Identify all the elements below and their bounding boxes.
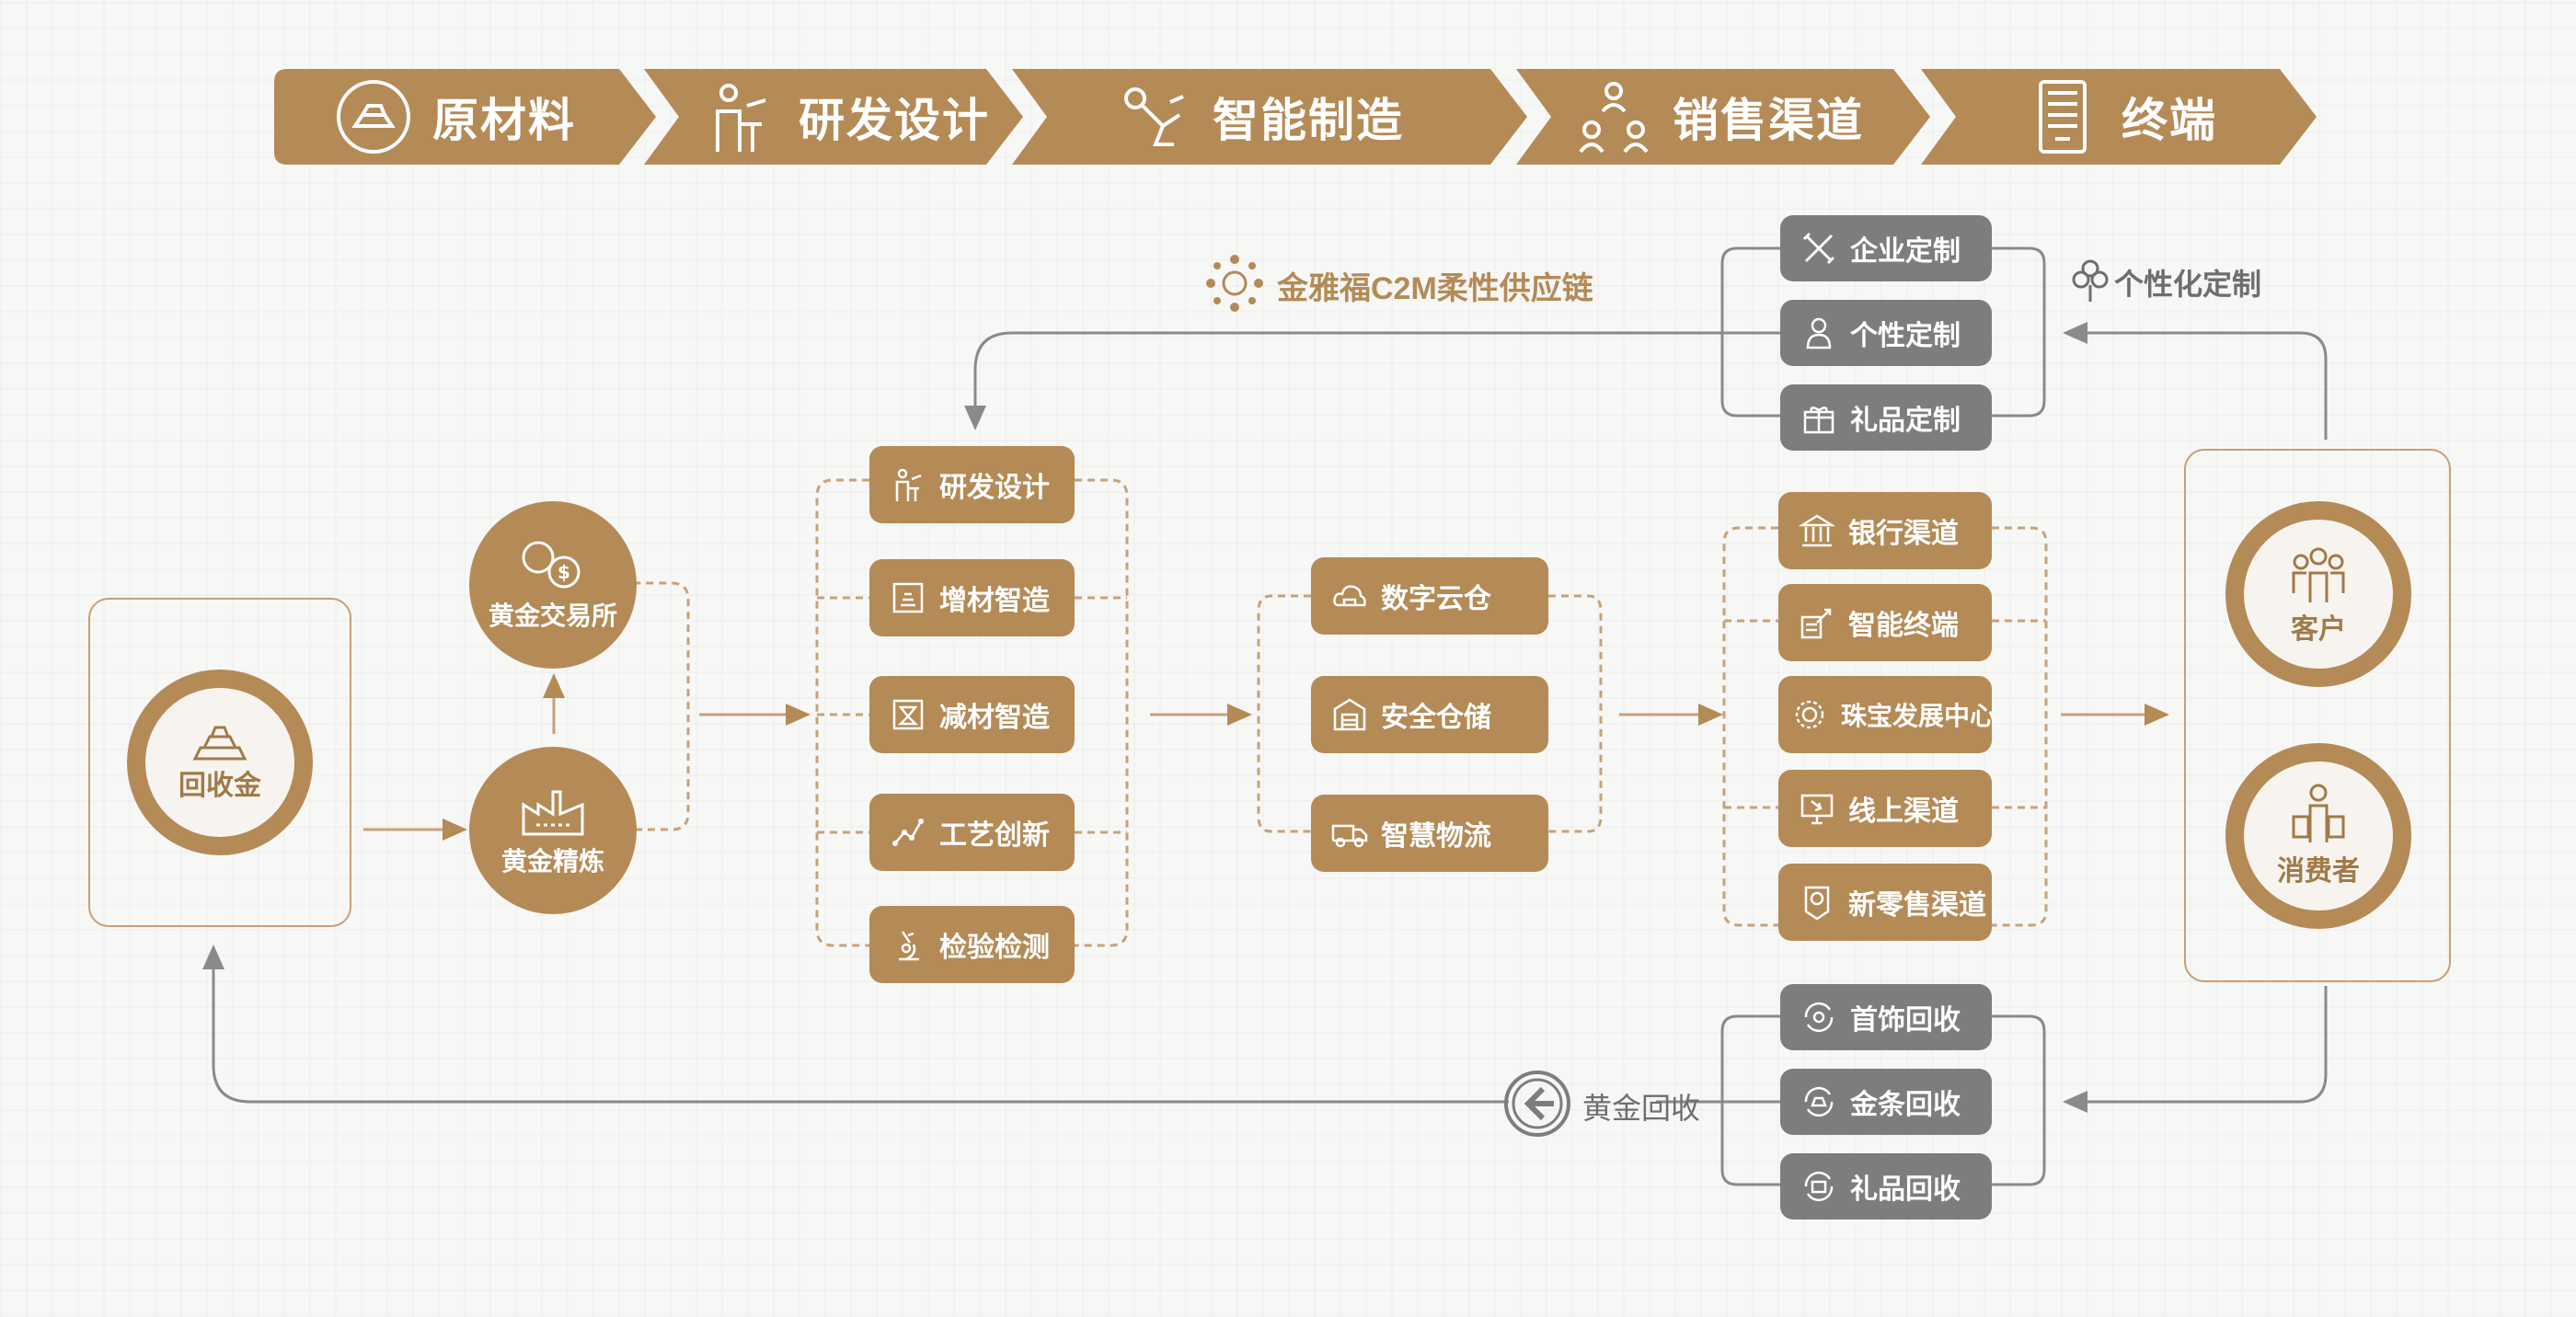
stage-terminal: 终端: [1921, 69, 2317, 165]
gift-icon: [1803, 407, 1834, 434]
retail-icon: [1804, 886, 1830, 921]
consumer-circle: 消费者: [2225, 743, 2411, 929]
stage-label: 原材料: [432, 95, 576, 146]
microscope-icon: [899, 931, 919, 961]
rd-item: 增材智造: [869, 559, 1075, 636]
refining-circle: 黄金精炼: [469, 747, 637, 914]
person-icon: [1806, 317, 1832, 349]
exchange-circle: $ 黄金交易所: [469, 501, 637, 669]
additive-icon: [892, 582, 924, 613]
custom-item-label: 个性定制: [1850, 321, 1961, 351]
customer-label: 客户: [2291, 614, 2346, 645]
channel-item-label: 珠宝发展中心: [1841, 702, 1996, 730]
robot-arm-icon: [1124, 87, 1184, 146]
channel-item: 新零售渠道: [1778, 864, 1992, 941]
stage-label: 终端: [2122, 95, 2217, 146]
jewel-icon: [1795, 700, 1824, 729]
custom-title: 个性化定制: [2114, 268, 2262, 301]
channel-item: 线上渠道: [1778, 770, 1992, 847]
gift-recycle-icon: [1804, 1171, 1834, 1202]
warehouse-item-label: 数字云仓: [1381, 584, 1491, 614]
channel-item-label: 智能终端: [1848, 611, 1959, 641]
recycle-item-label: 金条回收: [1850, 1090, 1961, 1120]
gold-bars-icon: [192, 726, 247, 761]
custom-item-label: 礼品定制: [1850, 406, 1961, 436]
rd-item: 检验检测: [869, 906, 1075, 983]
rd-item: 研发设计: [869, 446, 1075, 523]
supply-chain-network-icon: [1206, 255, 1263, 312]
gold-recycle-arrow-icon: [1504, 1071, 1570, 1137]
bank-icon: [1799, 514, 1835, 547]
rd-item-label: 检验检测: [939, 933, 1050, 963]
refining-label: 黄金精炼: [500, 847, 604, 876]
recycle-item-label: 礼品回收: [1850, 1174, 1961, 1205]
stage-label: 研发设计: [799, 95, 990, 146]
factory-icon: [522, 790, 584, 836]
custom-item: 个性定制: [1780, 300, 1992, 366]
recycle-item-label: 首饰回收: [1850, 1005, 1961, 1036]
warehouse-icon: [1333, 698, 1366, 731]
consumer-label: 消费者: [2277, 856, 2360, 887]
stage-label: 智能制造: [1213, 95, 1404, 146]
channel-item: 银行渠道: [1778, 492, 1992, 569]
bar-recycle-icon: [1804, 1086, 1834, 1117]
custom-item: 企业定制: [1780, 215, 1992, 281]
warehouse-item: 数字云仓: [1311, 557, 1548, 635]
ring-recycle-icon: [1804, 1002, 1834, 1033]
customer-circle: 客户: [2225, 501, 2411, 687]
designer-icon: [895, 468, 922, 501]
currency-exchange-icon: $: [522, 541, 581, 589]
channel-item: 智能终端: [1778, 584, 1992, 661]
recycle-item: 礼品回收: [1780, 1153, 1992, 1220]
stage-sales-channel: 销售渠道: [1516, 69, 1930, 165]
sales-network-icon: [1579, 82, 1649, 154]
warehouse-item: 智慧物流: [1311, 795, 1548, 872]
rd-item: 减材智造: [869, 676, 1075, 753]
group-icon: [2292, 547, 2345, 602]
subtractive-icon: [892, 699, 924, 730]
cloud-warehouse-icon: [1333, 585, 1366, 607]
rd-item-label: 增材智造: [939, 586, 1050, 616]
rd-item-label: 减材智造: [939, 703, 1050, 733]
recycle-gold-circle: 回收金: [127, 670, 313, 855]
stage-label: 销售渠道: [1673, 95, 1864, 146]
tools-icon: [1802, 232, 1835, 265]
recycle-panel: [88, 598, 351, 927]
svg-text:$: $: [558, 561, 570, 583]
stage-raw-material: 原材料: [274, 69, 656, 165]
process-icon: [892, 819, 924, 846]
smart-terminal-icon: [1800, 608, 1832, 639]
exchange-label: 黄金交易所: [488, 601, 617, 630]
stage-smart-manufacturing: 智能制造: [1012, 69, 1527, 165]
channel-item-label: 线上渠道: [1848, 796, 1959, 827]
gold-recycle-title: 黄金回收: [1582, 1092, 1701, 1125]
shopper-icon: [2292, 784, 2345, 842]
stage-rd-design: 研发设计: [644, 69, 1023, 165]
supply-chain-title: 金雅福C2M柔性供应链: [1277, 271, 1593, 306]
channel-item-label: 银行渠道: [1848, 519, 1959, 549]
truck-icon: [1331, 824, 1368, 848]
recycle-gold-label: 回收金: [178, 771, 261, 801]
warehouse-item-label: 智慧物流: [1381, 821, 1491, 852]
warehouse-item: 安全仓储: [1311, 676, 1548, 753]
rd-item-label: 工艺创新: [939, 820, 1050, 851]
custom-flower-icon: [2072, 259, 2109, 302]
recycle-item: 首饰回收: [1780, 984, 1992, 1050]
gold-bars-icon: [337, 80, 410, 154]
channel-item-label: 新零售渠道: [1848, 890, 1986, 921]
recycle-item: 金条回收: [1780, 1069, 1992, 1135]
rd-item: 工艺创新: [869, 794, 1075, 871]
channel-item: 珠宝发展中心: [1778, 676, 1996, 753]
terminal-panel: [2184, 449, 2451, 982]
terminal-icon: [2039, 80, 2087, 154]
designer-icon: [716, 84, 766, 152]
online-icon: [1800, 794, 1834, 825]
custom-item-label: 企业定制: [1850, 236, 1961, 267]
rd-item-label: 研发设计: [939, 473, 1050, 503]
custom-item: 礼品定制: [1780, 384, 1992, 451]
warehouse-item-label: 安全仓储: [1381, 703, 1491, 733]
